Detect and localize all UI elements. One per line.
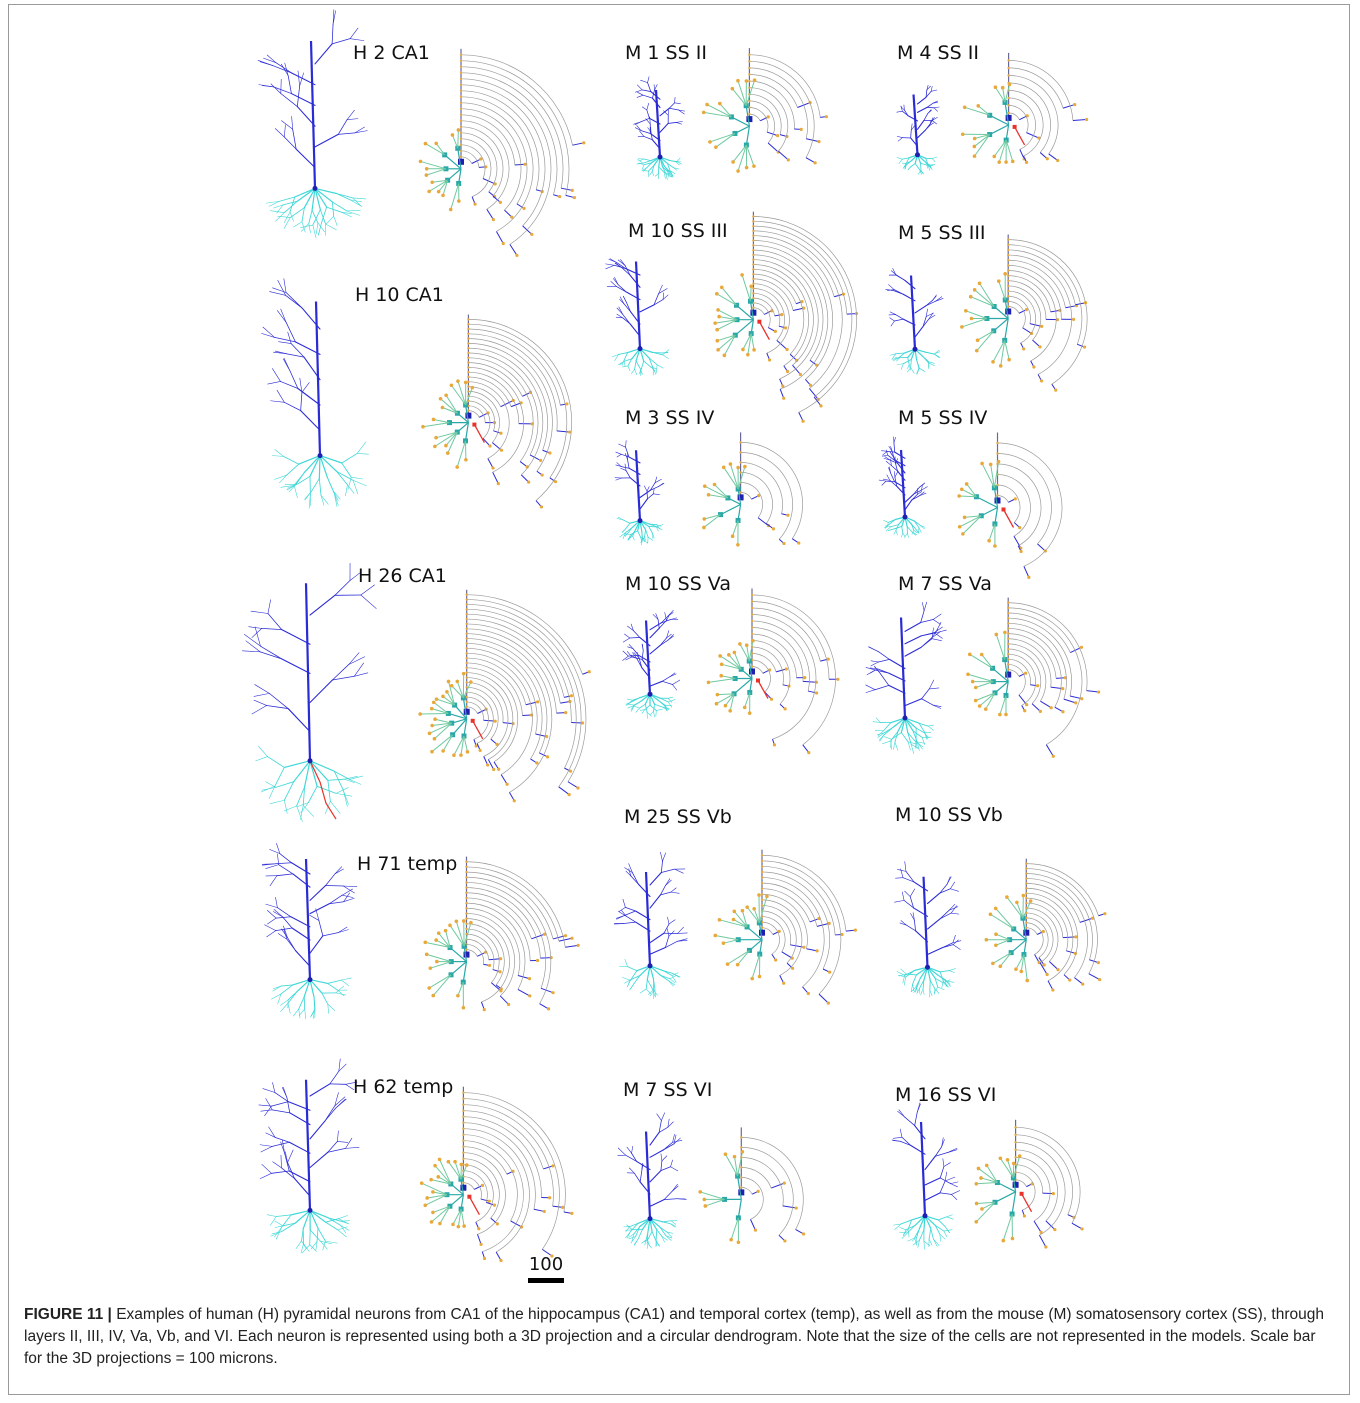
circular-dendrogram (423, 856, 580, 1012)
panel-h10ca1: H 10 CA1 (245, 278, 585, 530)
circular-dendrogram (974, 1119, 1084, 1249)
neuron-projection (613, 851, 688, 999)
neuron-projection (614, 440, 665, 546)
panel-m7ssvi: M 7 SS VI (605, 1075, 855, 1260)
panel-label: M 1 SS II (625, 42, 707, 64)
panel-m5ssiii: M 5 SS III (870, 200, 1100, 392)
circular-dendrogram (418, 48, 586, 257)
circular-dendrogram (984, 858, 1107, 992)
neuron-projection (896, 84, 940, 175)
neuron-projection (891, 1102, 961, 1250)
panel-m10ssvb: M 10 SS Vb (875, 800, 1115, 1020)
neuron-projection (257, 9, 368, 238)
circular-dendrogram (421, 314, 572, 509)
neuron-projection (878, 436, 928, 538)
circular-dendrogram (713, 211, 859, 423)
panel-h2ca1: H 2 CA1 (255, 9, 586, 270)
neuron-projection (865, 601, 947, 754)
panel-label: M 3 SS IV (625, 407, 715, 429)
panel-label: H 62 temp (353, 1076, 454, 1098)
panel-label: H 10 CA1 (355, 284, 444, 306)
panel-label: M 10 SS III (628, 220, 728, 242)
circular-dendrogram (419, 1086, 574, 1263)
neuron-projection (633, 76, 686, 181)
panel-m3ssiv: M 3 SS IV (595, 395, 845, 555)
panel-m16ssvi: M 16 SS VI (880, 1080, 1100, 1260)
panel-m1ssii: M 1 SS II (615, 30, 845, 190)
circular-dendrogram (713, 849, 857, 1005)
panel-label: H 26 CA1 (358, 565, 447, 587)
panel-label: M 7 SS VI (623, 1079, 713, 1101)
neuron-projection (258, 1058, 360, 1254)
panel-label: M 5 SS III (898, 222, 986, 244)
panel-label: H 2 CA1 (353, 42, 430, 64)
scale-bar-label: 100 (528, 1254, 564, 1275)
panel-m10ssiii: M 10 SS III (600, 200, 865, 423)
panel-label: M 10 SS Va (625, 573, 731, 595)
neuron-projection (885, 268, 944, 375)
neuron-projection (605, 258, 670, 377)
neuron-projection (261, 843, 358, 1020)
panel-h71temp: H 71 temp (255, 843, 585, 1035)
circular-dendrogram (706, 588, 840, 755)
panel-m10ssva: M 10 SS Va (605, 565, 855, 755)
neuron-projection (261, 278, 369, 509)
panel-m5ssiv: M 5 SS IV (870, 395, 1090, 579)
panel-m4ssii: M 4 SS II (875, 30, 1089, 190)
neuron-projection (894, 861, 962, 998)
panel-h62temp: H 62 temp (255, 1058, 585, 1270)
panel-h26ca1: H 26 CA1 (242, 560, 600, 840)
panel-label: M 16 SS VI (895, 1084, 997, 1106)
circular-dendrogram (418, 589, 591, 803)
circular-dendrogram (698, 1127, 806, 1245)
panel-m7ssva: M 7 SS Va (860, 565, 1101, 765)
panel-label: M 10 SS Vb (895, 804, 1003, 826)
neuron-projection (242, 562, 377, 822)
panel-m25ssvb: M 25 SS Vb (590, 800, 860, 1020)
circular-dendrogram (960, 52, 1089, 164)
circular-dendrogram (960, 234, 1088, 392)
neuron-projection (622, 610, 681, 719)
circular-dendrogram (957, 432, 1063, 579)
neuron-projection (617, 1112, 687, 1249)
scale-bar: 100 (528, 1254, 564, 1283)
figure-caption: FIGURE 11 | Examples of human (H) pyrami… (24, 1304, 1334, 1370)
circular-dendrogram (702, 432, 803, 547)
circular-dendrogram (966, 597, 1101, 758)
panel-label: M 7 SS Va (898, 573, 992, 595)
scale-bar-line (528, 1278, 564, 1283)
panel-label: H 71 temp (357, 853, 458, 875)
caption-text: Examples of human (H) pyramidal neurons … (24, 1306, 1324, 1367)
figure-label: FIGURE 11 | (24, 1306, 112, 1323)
panel-label: M 4 SS II (897, 42, 979, 64)
circular-dendrogram (701, 48, 828, 173)
figure-frame (8, 4, 1350, 1395)
panel-label: M 5 SS IV (898, 407, 988, 429)
panel-label: M 25 SS Vb (624, 806, 732, 828)
